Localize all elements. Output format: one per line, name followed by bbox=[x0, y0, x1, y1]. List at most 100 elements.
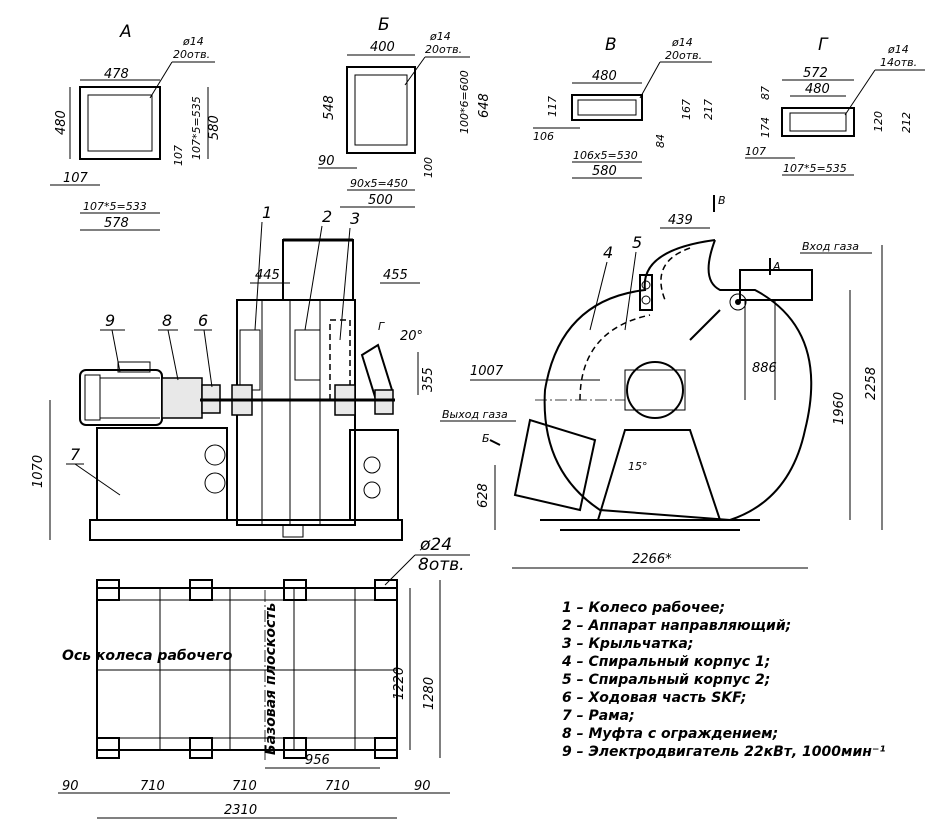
legend-item-6: 6 – Ходовая часть SKF; bbox=[562, 690, 747, 706]
dim-a-580: 580 bbox=[207, 115, 222, 140]
legend-item-8: 8 – Муфта с ограждением; bbox=[562, 726, 778, 742]
dim-2266: 2266* bbox=[632, 552, 672, 567]
dim-a-535: 107*5=535 bbox=[190, 96, 203, 160]
dim-bottom-710-c: 710 bbox=[325, 779, 350, 794]
dim-g-535: 107*5=535 bbox=[783, 162, 847, 175]
dim-v-hole: ø14 bbox=[671, 36, 693, 49]
dim-956: 956 bbox=[305, 753, 330, 768]
gas-outlet-label: Выход газа bbox=[442, 408, 508, 421]
legend-item-4: 4 – Спиральный корпус 1; bbox=[561, 654, 770, 670]
part-label-7: 7 bbox=[70, 445, 81, 464]
dim-b-hole: ø14 bbox=[429, 30, 451, 43]
dim-b-648: 648 bbox=[477, 93, 492, 118]
dim-v-117: 117 bbox=[546, 96, 559, 117]
dim-v-480: 480 bbox=[592, 69, 617, 84]
dim-g-572: 572 bbox=[803, 66, 828, 81]
dim-v-84: 84 bbox=[654, 134, 667, 148]
dim-439: 439 bbox=[668, 213, 693, 228]
view-title-b: Б bbox=[378, 15, 390, 35]
dim-v-106: 106 bbox=[533, 130, 554, 143]
dim-bottom-710-b: 710 bbox=[232, 779, 257, 794]
dim-a-578: 578 bbox=[104, 216, 129, 231]
frame-hole-dia: ø24 bbox=[419, 535, 452, 555]
mark-b-side: Б bbox=[482, 432, 490, 445]
dim-b-holes: 20отв. bbox=[425, 43, 462, 56]
dim-v-580: 580 bbox=[592, 164, 617, 179]
dim-a-107v: 107 bbox=[172, 145, 185, 166]
dim-g-212: 212 bbox=[900, 112, 913, 133]
gas-inlet-label: Вход газа bbox=[802, 240, 859, 253]
dim-g-174: 174 bbox=[759, 117, 772, 138]
dim-g-480: 480 bbox=[805, 82, 830, 97]
part-label-4: 4 bbox=[603, 243, 613, 262]
legend-item-2: 2 – Аппарат направляющий; bbox=[562, 618, 791, 634]
dim-1280: 1280 bbox=[422, 677, 437, 710]
front-view: 1 2 3 9 8 6 7 445 455 20° Г 355 1070 bbox=[31, 203, 436, 541]
dim-a-480: 480 bbox=[54, 110, 69, 135]
view-title-a: А bbox=[119, 22, 132, 42]
dim-628: 628 bbox=[476, 483, 491, 508]
dim-a-hole: ø14 bbox=[182, 35, 204, 48]
part-label-1: 1 bbox=[262, 203, 272, 222]
dim-g-hole: ø14 bbox=[887, 43, 909, 56]
dim-886: 886 bbox=[752, 361, 777, 376]
view-title-v: В bbox=[605, 35, 617, 55]
dim-bottom-710-a: 710 bbox=[140, 779, 165, 794]
legend-item-7: 7 – Рама; bbox=[562, 708, 635, 724]
dim-b-400: 400 bbox=[370, 40, 395, 55]
part-label-8: 8 bbox=[162, 311, 172, 330]
dim-1220: 1220 bbox=[392, 667, 407, 700]
dim-b-600: 100*6=600 bbox=[458, 70, 471, 134]
part-label-6: 6 bbox=[198, 311, 208, 330]
flange-view-b: Б 400 ø14 20отв. 548 648 100*6=600 100 9… bbox=[318, 15, 492, 208]
dim-v-217: 217 bbox=[702, 99, 715, 120]
dim-a-holes: 20отв. bbox=[173, 48, 210, 61]
angle-15: 15° bbox=[628, 460, 648, 473]
flange-view-v: В 480 ø14 20отв. 117 106 167 217 84 106x… bbox=[533, 35, 715, 179]
wheel-axis-label: Ось колеса рабочего bbox=[62, 648, 233, 664]
view-title-g: Г bbox=[818, 35, 829, 55]
dim-2258: 2258 bbox=[864, 367, 879, 400]
dim-g-holes: 14отв. bbox=[880, 56, 917, 69]
frame-hole-count: 8отв. bbox=[418, 555, 465, 575]
dim-b-100: 100 bbox=[422, 157, 435, 178]
legend-item-1: 1 – Колесо рабочее; bbox=[562, 600, 725, 616]
dim-b-500: 500 bbox=[368, 193, 393, 208]
dim-1070: 1070 bbox=[31, 455, 46, 488]
mark-a-side: А bbox=[772, 260, 781, 273]
dim-v-530: 106x5=530 bbox=[573, 149, 638, 162]
dim-a-533: 107*5=533 bbox=[83, 200, 147, 213]
dim-355: 355 bbox=[421, 367, 436, 392]
base-frame-view: Ось колеса рабочего Базовая плоскость ø2… bbox=[58, 535, 470, 819]
dim-2310: 2310 bbox=[224, 803, 257, 818]
base-plane-label: Базовая плоскость bbox=[263, 603, 279, 755]
dim-445: 445 bbox=[255, 268, 280, 283]
dim-g-87: 87 bbox=[759, 86, 772, 100]
dim-g-107: 107 bbox=[745, 145, 766, 158]
part-label-5: 5 bbox=[632, 233, 642, 252]
flange-view-g: Г 572 480 ø14 14отв. 87 174 107 120 212 … bbox=[745, 35, 925, 176]
side-view: 4 5 439 В 1007 886 А Вход газа Выход газ… bbox=[440, 194, 883, 569]
mark-g-front: Г bbox=[378, 320, 385, 333]
legend-item-5: 5 – Спиральный корпус 2; bbox=[562, 672, 770, 688]
dim-b-450: 90x5=450 bbox=[350, 177, 408, 190]
mark-v-side: В bbox=[718, 194, 726, 207]
dim-g-120: 120 bbox=[872, 111, 885, 132]
part-label-2: 2 bbox=[322, 207, 332, 226]
dim-a-107h: 107 bbox=[63, 171, 89, 186]
legend: 1 – Колесо рабочее; 2 – Аппарат направля… bbox=[561, 600, 885, 760]
dim-v-167: 167 bbox=[680, 99, 693, 120]
dim-bottom-90-left: 90 bbox=[62, 779, 79, 794]
dim-b-548: 548 bbox=[322, 95, 337, 120]
dim-1007: 1007 bbox=[470, 364, 504, 379]
dim-bottom-90-right: 90 bbox=[414, 779, 431, 794]
dim-1960: 1960 bbox=[832, 392, 847, 425]
legend-item-3: 3 – Крыльчатка; bbox=[562, 636, 693, 652]
part-label-9: 9 bbox=[105, 311, 115, 330]
dim-v-holes: 20отв. bbox=[665, 49, 702, 62]
part-label-3: 3 bbox=[350, 209, 360, 228]
dim-b-90: 90 bbox=[318, 154, 335, 169]
flange-view-a: А 478 ø14 20отв. 480 580 107*5=535 107 1… bbox=[50, 22, 222, 231]
legend-item-9: 9 – Электродвигатель 22кВт, 1000мин⁻¹ bbox=[562, 744, 885, 760]
